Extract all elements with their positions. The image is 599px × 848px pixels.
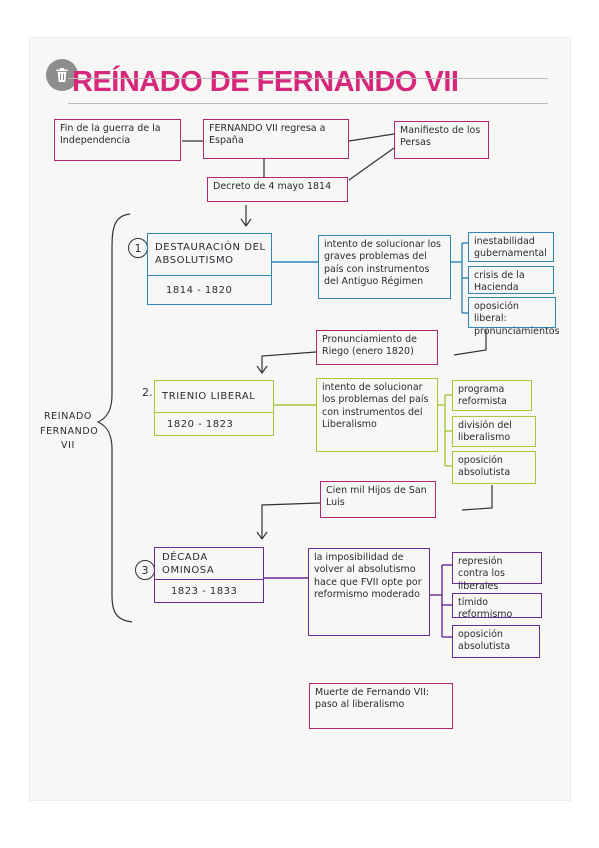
period-box-3: DÉCADA OMINOSA 1823 - 1833 (154, 547, 264, 603)
period-description-1: intento de solucionar los graves problem… (318, 235, 451, 299)
period-name-3: DÉCADA OMINOSA (162, 551, 215, 576)
period-name-2: TRIENIO LIBERAL (162, 391, 256, 403)
notebook-page (30, 38, 570, 800)
period-dates-1: 1814 - 1820 (148, 274, 271, 305)
final-box: Muerte de Fernando VII: paso al liberali… (309, 683, 453, 729)
effect-1-3: oposición liberal: pronunciamientos (468, 297, 560, 337)
effect-3-3: oposición absolutista (452, 625, 540, 658)
period-dates-2: 1820 - 1823 (155, 412, 273, 436)
period-description-3: la imposibilidad de volver al absolutism… (308, 548, 430, 636)
effect-1-2: crisis de la Hacienda (468, 266, 554, 294)
regreso-box: FERNANDO VII regresa a España (203, 119, 349, 159)
effect-3-2: tímido reformismo (452, 593, 542, 620)
effect-3-1: represión contra los liberales (452, 552, 542, 592)
effect-1-1: inestabilidad gubernamental (468, 232, 554, 262)
side-label-line2: FERNANDO (40, 425, 99, 437)
effect-2-3: oposición absolutista (452, 451, 536, 484)
period-dates-3: 1823 - 1833 (155, 579, 263, 603)
period-box-2: TRIENIO LIBERAL 1820 - 1823 (154, 380, 274, 436)
side-label: REINADO FERNANDO VII (40, 410, 99, 454)
trash-icon (56, 68, 68, 82)
title-rule (68, 78, 548, 79)
period-description-2: intento de solucionar los problemas del … (316, 378, 438, 452)
period-number-3: 3 (135, 560, 155, 580)
effect-2-2: división del liberalismo (452, 416, 536, 447)
effect-2-1: programa reformista (452, 380, 532, 411)
side-label-line1: REINADO (43, 411, 92, 422)
period-number-1: 1 (128, 238, 148, 258)
pronunciamiento-box: Pronunciamiento de Riego (enero 1820) (316, 330, 438, 365)
title-underline (68, 103, 548, 104)
period-number-2: 2. (142, 386, 153, 399)
decreto-box: Decreto de 4 mayo 1814 (207, 177, 348, 202)
manifiesto-box: Manifiesto de los Persas (394, 121, 489, 159)
fin-guerra-box: Fin de la guerra de la Independencia (54, 119, 181, 161)
page-title: REÍNADO DE FERNANDO VII (72, 66, 459, 98)
period-box-1: DESTAURACIÓN DEL ABSOLUTISMO 1814 - 1820 (147, 233, 272, 305)
delete-button[interactable] (46, 59, 78, 91)
cien-mil-box: Cien mil Hijos de San Luis (320, 481, 436, 518)
side-label-line3: VII (61, 440, 75, 452)
period-name-1: DESTAURACIÓN DEL ABSOLUTISMO (155, 242, 266, 267)
